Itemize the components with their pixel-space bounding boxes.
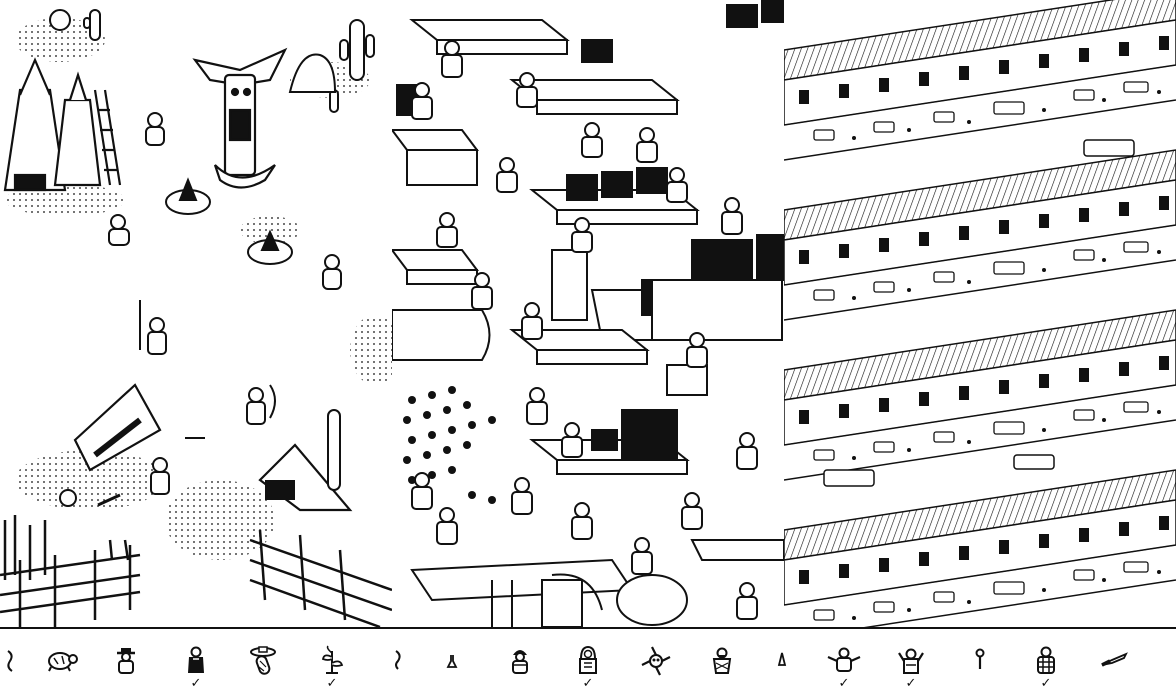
target-item[interactable]	[42, 639, 82, 695]
target-item[interactable]	[432, 639, 472, 695]
knife-icon	[1101, 652, 1128, 667]
target-item[interactable]	[243, 639, 283, 695]
hooded-person-icon	[579, 645, 597, 674]
target-item[interactable]	[762, 639, 802, 695]
sombrero-cactus-icon	[250, 646, 276, 675]
turtle-icon	[48, 652, 78, 672]
plant-sprout-icon	[321, 645, 344, 674]
target-item[interactable]: ✓	[176, 639, 216, 695]
small-hook-icon	[395, 650, 401, 670]
found-check: ✓	[838, 676, 850, 691]
target-item[interactable]	[500, 639, 540, 695]
scroll-fragment-icon	[7, 650, 13, 672]
found-check: ✓	[582, 676, 594, 691]
fence-icon	[0, 515, 392, 627]
house-row	[784, 469, 1176, 627]
lab-scene-drawing	[392, 0, 784, 627]
scientist-figure	[411, 40, 758, 620]
target-item[interactable]	[376, 639, 416, 695]
target-item[interactable]: ✓	[891, 639, 931, 695]
house-row	[784, 309, 1176, 481]
target-item[interactable]	[1094, 639, 1134, 695]
cowboy-hat-person-icon	[117, 648, 135, 674]
helmet-person-icon	[512, 650, 528, 674]
town-scene-panel[interactable]	[784, 0, 1176, 627]
totem-pole-icon	[192, 47, 288, 189]
target-item[interactable]: ✓	[312, 639, 352, 695]
target-item[interactable]: ✓	[568, 639, 608, 695]
campfire-icon	[165, 177, 293, 265]
target-item[interactable]	[960, 639, 1000, 695]
target-item[interactable]	[0, 639, 28, 695]
bearded-person-icon	[712, 647, 732, 674]
cheering-person-icon	[898, 648, 924, 674]
found-check: ✓	[905, 676, 917, 691]
cone-icon	[777, 652, 787, 666]
lab-scene-panel[interactable]	[392, 0, 784, 627]
target-item[interactable]	[702, 639, 742, 695]
desert-scene-panel[interactable]	[0, 0, 392, 627]
spinning-creature-icon	[641, 646, 671, 676]
plant-field	[403, 386, 496, 504]
arms-out-person-icon	[827, 647, 861, 672]
small-flask-icon	[446, 655, 458, 668]
house-row	[784, 0, 1176, 161]
desert-scene-drawing	[0, 9, 392, 627]
target-item[interactable]: ✓	[1026, 639, 1066, 695]
target-item[interactable]	[106, 639, 146, 695]
bus-icon	[823, 139, 1135, 487]
found-check: ✓	[1040, 676, 1052, 691]
house-row	[784, 149, 1176, 321]
target-item[interactable]	[636, 639, 676, 695]
dark-robed-person-icon	[188, 646, 204, 673]
town-scene-drawing	[784, 0, 1176, 627]
teepee-icon	[3, 57, 122, 192]
target-tray: ✓ ✓	[0, 627, 1176, 696]
found-check: ✓	[326, 676, 338, 691]
found-check: ✓	[190, 676, 202, 691]
villager-figure	[108, 112, 342, 495]
wrench-icon	[975, 648, 985, 669]
plaid-shirt-person-icon	[1037, 646, 1055, 674]
target-item[interactable]: ✓	[824, 639, 864, 695]
